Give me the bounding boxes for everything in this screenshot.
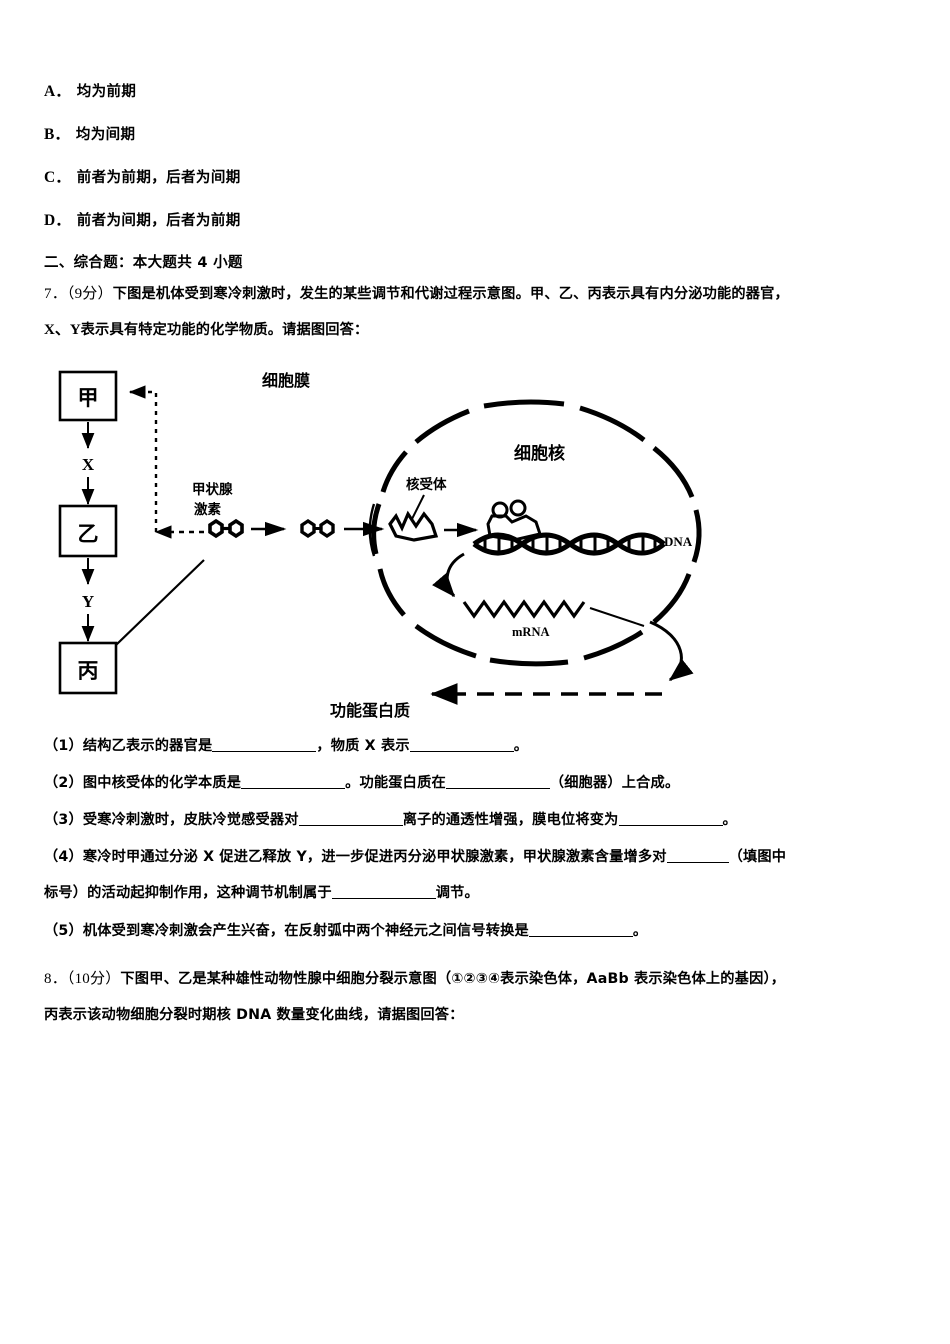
dna-double-helix [472,532,666,555]
question7-sub5-blank1[interactable] [528,923,633,937]
choice-option-c: C． 前者为前期，后者为间期 [44,170,924,186]
question7-sub3-blank2[interactable] [618,812,723,826]
figure-label-mrna: mRNA [512,625,550,639]
question7-sub2-text3: （细胞器）上合成。 [549,774,680,791]
question7-sub2: （2）图中核受体的化学本质是 。功能蛋白质在 （细胞器）上合成。 [44,775,924,790]
choice-label-a: A [44,83,56,100]
question7-sub2-text1: 图中核受体的化学本质是 [82,774,242,791]
question7-sub3-text3: 。 [722,811,737,828]
svg-text:甲: 甲 [78,386,99,410]
question7-sub2-text2: 。功能蛋白质在 [345,774,446,791]
question7-sub1-marker: （1） [44,737,83,754]
nuclear-receptor-shape [388,510,439,542]
question7-sub3: （3）受寒冷刺激时，皮肤冷觉感受器对 离子的通透性增强，膜电位将变为 。 [44,812,924,827]
question8-score: （10分） [66,970,121,987]
question7-sub1-text1: 结构乙表示的器官是 [82,737,213,754]
question7-sub1-text3: 。 [513,737,529,754]
choice-text-c: 前者为前期，后者为间期 [76,170,241,186]
question7-sub2-marker: （2） [44,774,83,791]
svg-text:乙: 乙 [78,522,99,546]
question7-sub4-line1: （4）寒冷时甲通过分泌 X 促进乙释放 Y，进一步促进丙分泌甲状腺激素，甲状腺激… [44,849,924,864]
question7-sub1-text2: ，物质 X 表示 [316,737,410,754]
question7-stem-line2: X、Y表示具有特定功能的化学物质。请据图回答： [44,321,924,338]
line-bing-to-hormone [115,558,205,646]
question7-stem-line1: 7．（9分）下图是机体受到寒冷刺激时，发生的某些调节和代谢过程示意图。甲、乙、丙… [44,285,924,302]
choice-dot-b: ． [54,126,70,143]
cell-nucleus-envelope [371,399,702,666]
question7-stem-text2: 表示具有特定功能的化学物质。请据图回答： [80,321,369,338]
choice-label-c: C [44,169,56,186]
question7-sub3-blank1[interactable] [298,812,403,826]
question7-sub4-blank2[interactable] [331,885,436,900]
choice-option-a: A． 均为前期 [44,84,924,100]
choice-dot-c: ． [55,169,71,186]
question7-sub2-blank1[interactable] [241,775,346,789]
question8-stem-text1: 下图甲、乙是某种雄性动物性腺中细胞分裂示意图（①②③④表示染色体，AaBb 表示… [120,970,786,987]
pointer-mrna-exit [589,606,645,627]
question7-sub5-text2: 。 [632,922,648,939]
arrow-transcription [432,552,465,597]
figure-label-thyroid-hormone-line2: 激素 [194,501,221,518]
hormone-molecule-1 [208,518,244,538]
pointer-nuclear-receptor [411,494,425,519]
figure-label-y: Y [82,592,94,611]
figure-question7: 甲 X 乙 Y 丙 [44,364,924,724]
figure-label-thyroid-hormone-line1: 甲状腺 [192,481,233,498]
question7-sub5-text1: 机体受到寒冷刺激会产生兴奋，在反射弧中两个神经元之间信号转换是 [82,922,529,939]
figure-label-functional-protein: 功能蛋白质 [330,700,411,720]
question7-sub3-text1: 受寒冷刺激时，皮肤冷觉感受器对 [82,811,299,828]
question7-sub4-line2: 标号）的活动起抑制作用，这种调节机制属于 调节。 [44,885,924,900]
question7-sub4-cont-text2: 调节。 [435,885,479,902]
choice-option-d: D． 前者为间期，后者为前期 [44,213,924,229]
box-yi: 乙 [58,504,118,557]
question7-number: 7． [44,285,67,302]
box-jia: 甲 [58,370,118,421]
question7-sub4-text1: 寒冷时甲通过分泌 X 促进乙释放 Y，进一步促进丙分泌甲状腺激素，甲状腺激素含量… [82,849,667,866]
question7-stem-text1: 下图是机体受到寒冷刺激时，发生的某些调节和代谢过程示意图。甲、乙、丙表示具有内分… [112,285,789,302]
choice-text-b: 均为间期 [75,127,136,143]
choice-label-b: B [44,126,55,143]
question8-stem-line2: 丙表示该动物细胞分裂时期核 DNA 数量变化曲线，请据图回答： [44,1008,924,1022]
figure-label-x: X [82,455,95,474]
question7-sub4-blank1[interactable] [666,849,729,864]
question7-sub5-marker: （5） [44,922,83,939]
question7-sub1: （1）结构乙表示的器官是 ，物质 X 表示 。 [44,738,924,753]
choice-label-d: D [44,212,56,229]
figure-label-nucleus: 细胞核 [514,443,565,464]
page-content: A．均为前期 B．均为间期 C．前者为前期，后者为间期 D．前者为间期，后者为前… [44,84,924,1048]
question7-sub2-blank2[interactable] [445,775,550,789]
question7-sub5: （5）机体受到寒冷刺激会产生兴奋，在反射弧中两个神经元之间信号转换是 。 [44,923,924,938]
figure-label-dna: DNA [664,534,693,549]
question7-sub1-blank2[interactable] [409,738,514,752]
arrow-mrna-out-of-nucleus [649,620,694,681]
choice-text-a: 均为前期 [76,84,137,100]
question7-sub3-text2: 离子的通透性增强，膜电位将变为 [402,811,619,828]
nuclear-envelope-inner-left [368,503,376,556]
mrna-strand [462,598,586,619]
question7-sub4-cont-text1: 标号）的活动起抑制作用，这种调节机制属于 [44,885,332,902]
choice-option-b: B． 均为间期 [44,127,924,143]
figure-label-cell-membrane: 细胞膜 [262,371,310,390]
choice-dot-a: ． [55,83,71,100]
question7-stem-latin: X、Y [44,321,81,338]
question7-sub1-blank1[interactable] [212,738,317,752]
hormone-molecule-2 [300,518,335,538]
receptor-dna-complex [486,499,542,542]
question7-sub4-marker: （4） [44,849,83,866]
svg-text:丙: 丙 [78,659,99,683]
question7-sub3-marker: （3） [44,811,83,828]
choice-dot-d: ． [55,212,71,229]
figure-label-nuclear-receptor: 核受体 [406,476,447,493]
question7-sub4-text2: （填图中 [728,849,787,866]
choice-text-d: 前者为间期，后者为前期 [76,213,241,229]
question8-stem-line1: 8．（10分）下图甲、乙是某种雄性动物性腺中细胞分裂示意图（①②③④表示染色体，… [44,970,924,987]
section-heading: 二、综合题：本大题共 4 小题 [44,255,243,271]
question7-score: （9分） [66,285,113,302]
box-bing: 丙 [58,641,118,694]
question8-stem-text2: 丙表示该动物细胞分裂时期核 DNA 数量变化曲线，请据图回答： [44,1006,464,1023]
feedback-dotted-to-jia [128,384,158,532]
question8-number: 8． [44,970,67,987]
